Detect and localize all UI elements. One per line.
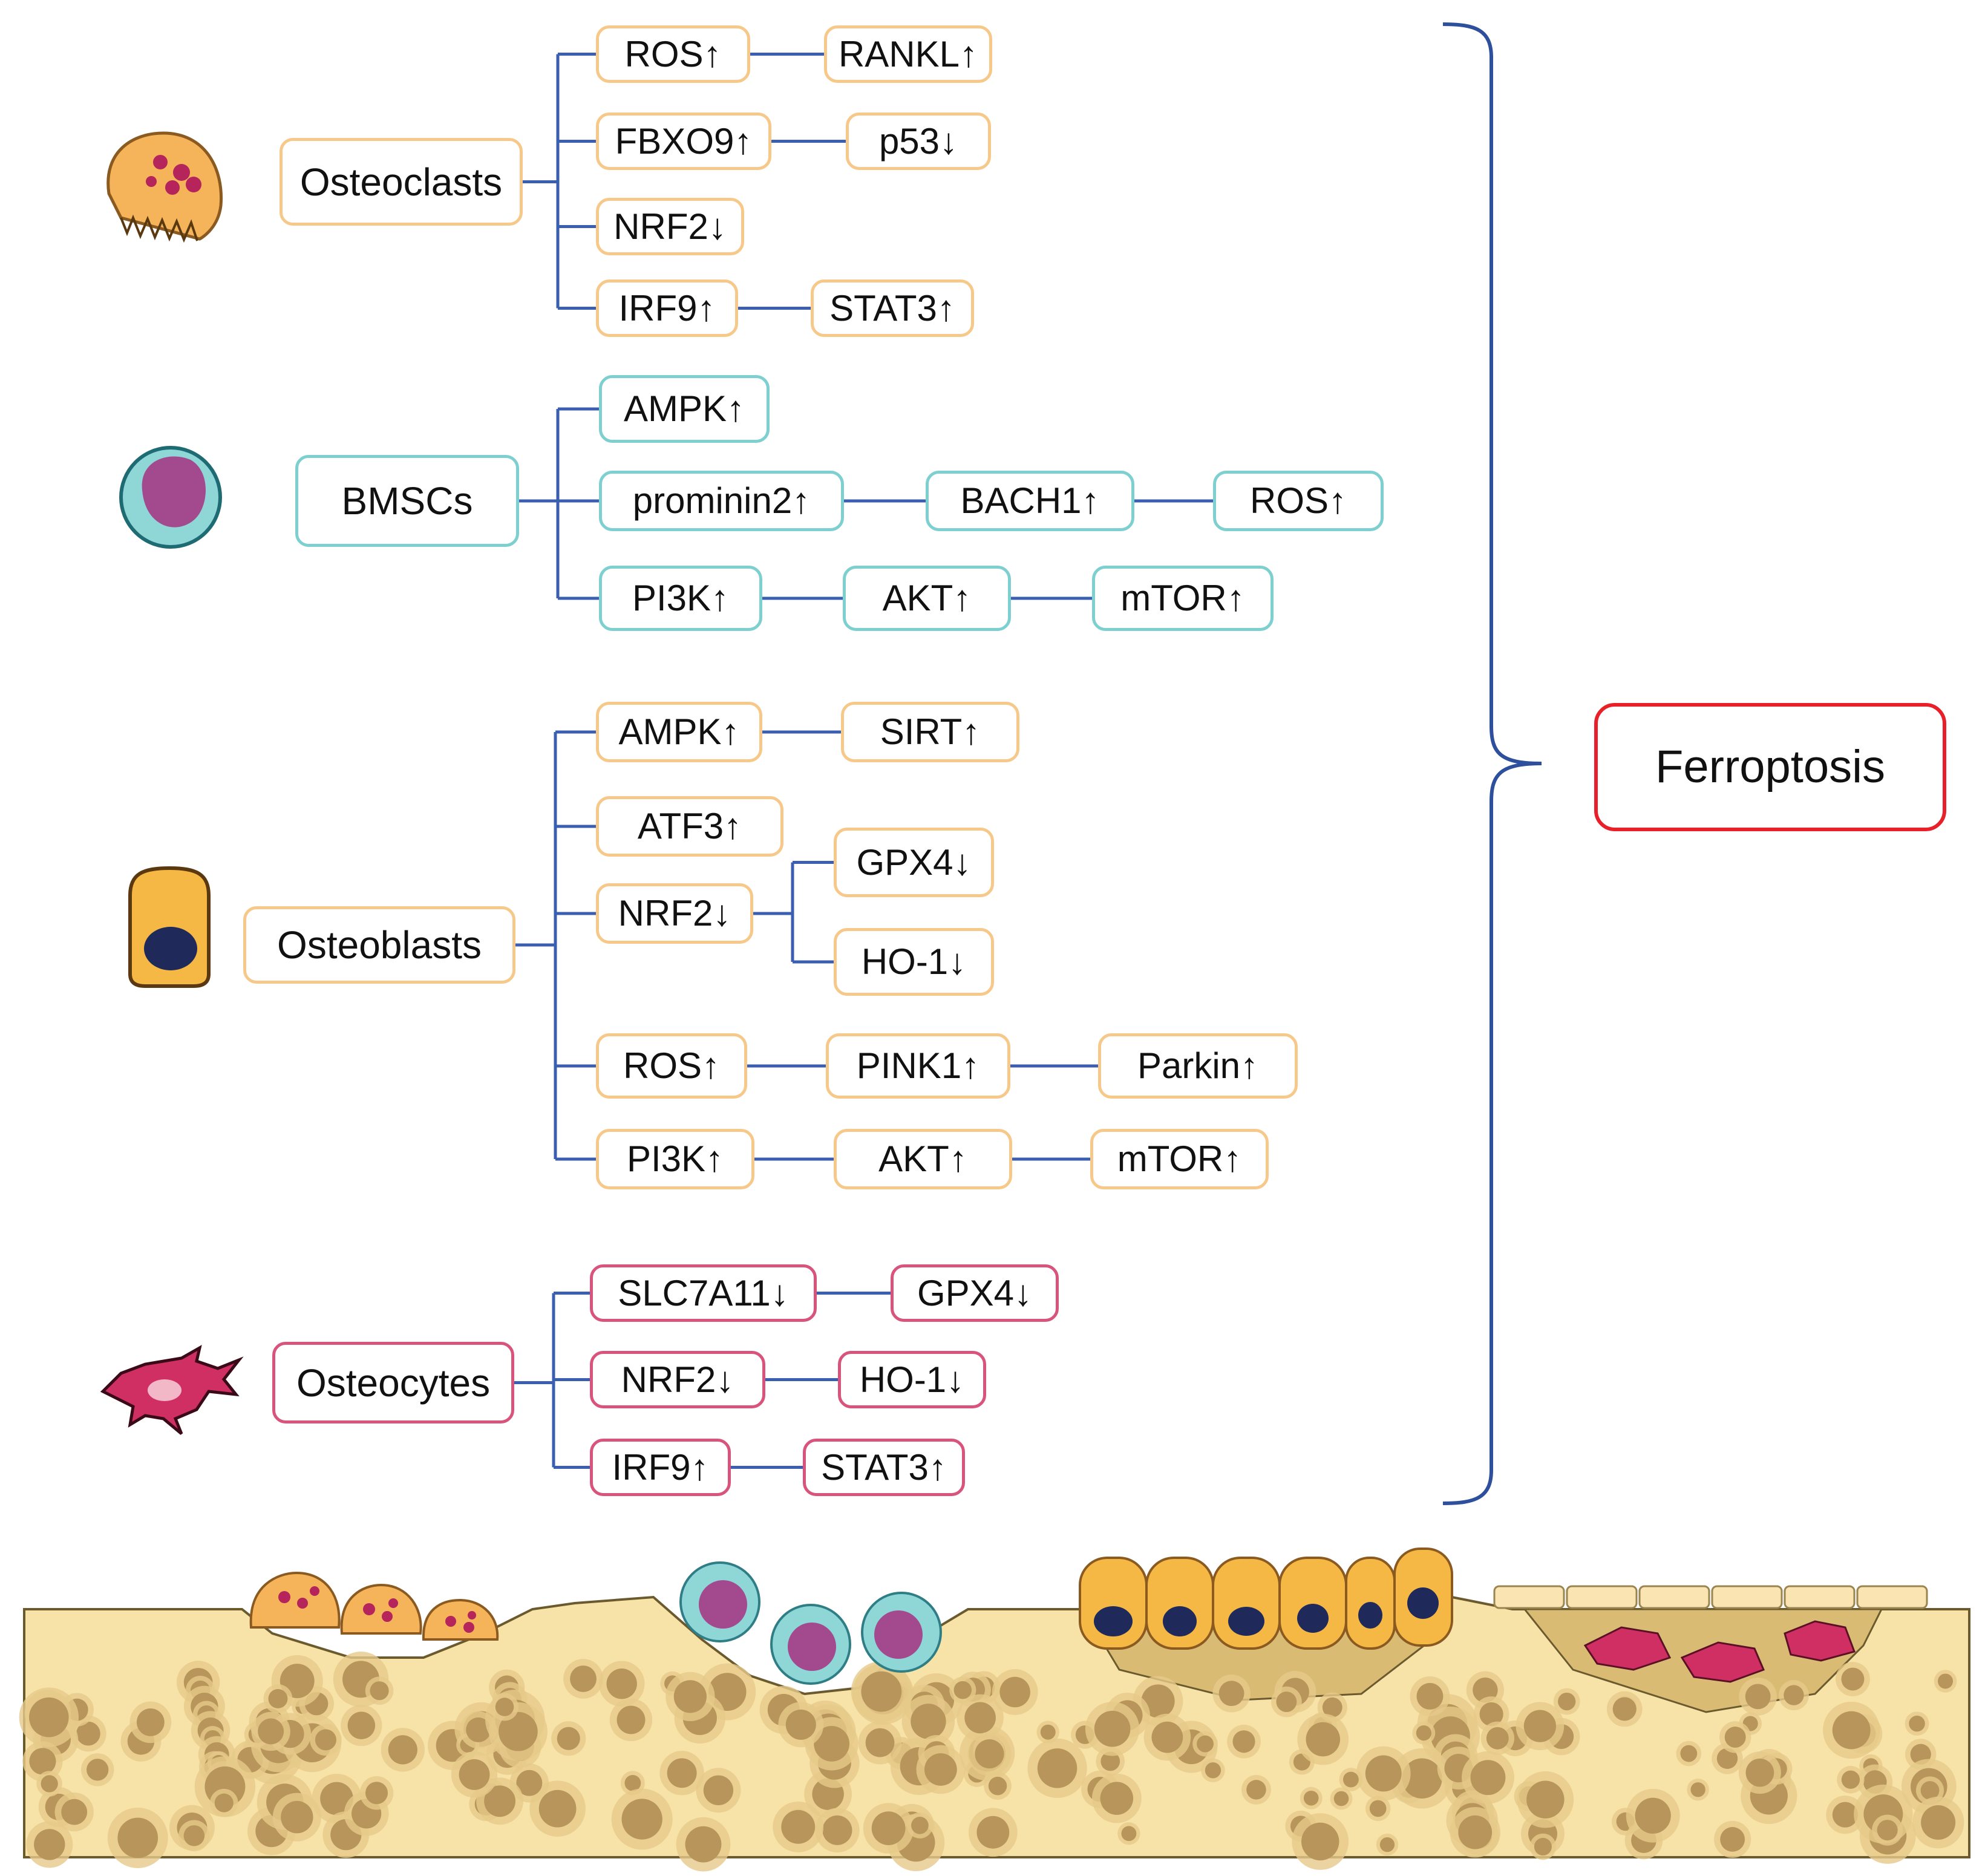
- bmscs-node-prominin2: prominin2↑: [599, 471, 844, 531]
- osteocyte-cells-bottom: [1583, 1620, 1856, 1683]
- bmscs-node-bach1: BACH1↑: [926, 471, 1134, 531]
- osteoclast-cells-bottom: [249, 1571, 499, 1641]
- lining-cells: [1493, 1585, 1928, 1609]
- osteoclasts-node-nrf2: NRF2↓: [596, 198, 744, 255]
- ferroptosis-bracket: [1442, 22, 1542, 1505]
- osteoblasts-node-gpx4: GPX4↓: [834, 828, 994, 897]
- bmsc-cells-bottom: [679, 1561, 942, 1685]
- osteoblasts-node-ros: ROS↑: [596, 1033, 747, 1099]
- osteocytes-node-slc7a11: SLC7A11↓: [590, 1264, 817, 1322]
- bone-tissue: [19, 1595, 1970, 1872]
- bmsc-icon: [119, 446, 222, 549]
- osteocyte-icon: [100, 1345, 244, 1435]
- osteoclasts-node-stat3: STAT3↑: [811, 279, 974, 337]
- osteoclast-icon: [106, 131, 223, 243]
- osteoblasts-node-atf3: ATF3↑: [596, 796, 783, 857]
- osteoclasts-node-fbxo9: FBXO9↑: [596, 113, 771, 170]
- bmscs-node-ampk: AMPK↑: [599, 375, 770, 443]
- osteoblasts-node-ampk: AMPK↑: [596, 702, 762, 762]
- osteoblasts-node-sirt: SIRT↑: [841, 702, 1019, 762]
- osteoclasts-node-ros: ROS↑: [596, 25, 750, 83]
- bone-pores: [19, 1652, 1964, 1872]
- bmscs-label-box: BMSCs: [295, 455, 519, 547]
- osteoblast-icon: [128, 866, 211, 988]
- osteocytes-node-ho-1: HO-1↓: [838, 1351, 986, 1408]
- osteoblasts-node-nrf2: NRF2↓: [596, 883, 753, 944]
- osteoclasts-node-rankl: RANKL↑: [824, 25, 992, 83]
- bmscs-node-pi3k: PI3K↑: [599, 566, 762, 631]
- bmscs-node-akt: AKT↑: [843, 566, 1011, 631]
- osteocytes-node-nrf2: NRF2↓: [590, 1351, 765, 1408]
- osteocytes-node-gpx4: GPX4↓: [891, 1264, 1059, 1322]
- osteoblasts-label-box: Osteoblasts: [243, 906, 515, 984]
- osteoclasts-node-irf9: IRF9↑: [596, 279, 738, 337]
- osteocytes-label-box: Osteocytes: [272, 1342, 514, 1423]
- osteocytes-node-stat3: STAT3↑: [803, 1439, 965, 1496]
- bmscs-node-ros: ROS↑: [1213, 471, 1384, 531]
- osteoblasts-node-ho-1: HO-1↓: [834, 928, 994, 996]
- osteocytes-node-irf9: IRF9↑: [590, 1439, 731, 1496]
- osteoblasts-node-mtor: mTOR↑: [1090, 1129, 1269, 1189]
- osteoblasts-node-parkin: Parkin↑: [1098, 1033, 1298, 1099]
- osteoclasts-label-box: Osteoclasts: [280, 138, 523, 226]
- osteoblasts-node-akt: AKT↑: [834, 1129, 1012, 1189]
- osteoblasts-node-pi3k: PI3K↑: [596, 1129, 754, 1189]
- osteoblasts-node-pink1: PINK1↑: [826, 1033, 1010, 1099]
- osteoclasts-node-p53: p53↓: [846, 113, 991, 170]
- bmscs-node-mtor: mTOR↑: [1092, 566, 1274, 631]
- ferroptosis-box: Ferroptosis: [1594, 703, 1946, 831]
